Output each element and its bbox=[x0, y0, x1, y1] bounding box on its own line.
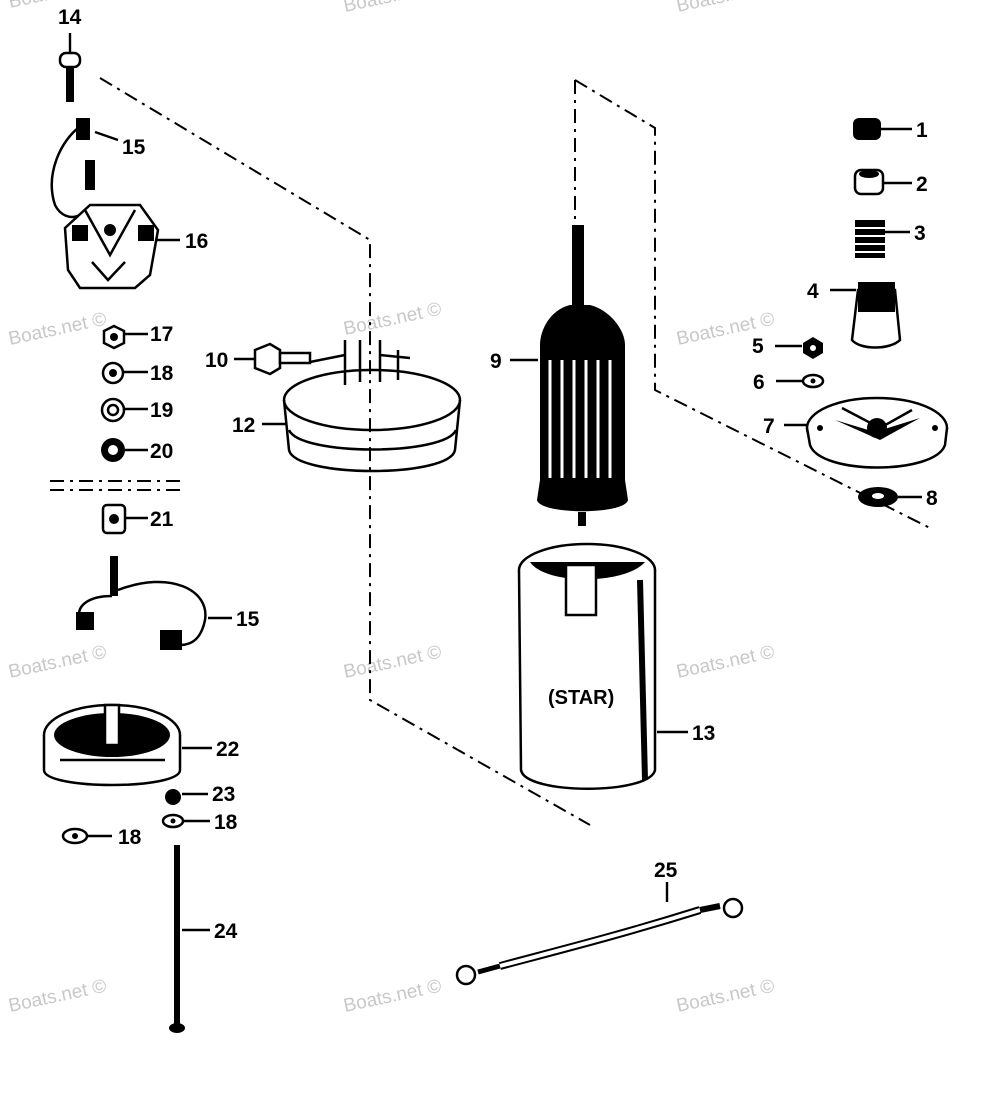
callout-15-lower: 15 bbox=[236, 608, 260, 631]
callout-12: 12 bbox=[232, 414, 255, 437]
callout-21: 21 bbox=[150, 508, 174, 531]
brush-holder-part-16 bbox=[63, 203, 160, 290]
callout-25: 25 bbox=[654, 859, 678, 882]
brush-lead-part-15-lower bbox=[76, 556, 207, 650]
callout-13: 13 bbox=[692, 722, 715, 745]
insulator-part-20 bbox=[101, 438, 125, 462]
callout-5: 5 bbox=[752, 335, 764, 358]
callout-10: 10 bbox=[205, 349, 228, 372]
assembly-line-center bbox=[574, 79, 931, 529]
callout-16: 16 bbox=[185, 230, 208, 253]
watermark: Boats.net © bbox=[342, 976, 444, 1017]
callout-18-left: 18 bbox=[118, 826, 142, 849]
watermark: Boats.net © bbox=[675, 976, 777, 1017]
washer-part-8 bbox=[858, 487, 898, 507]
frame-label: (STAR) bbox=[548, 687, 614, 709]
callout-3: 3 bbox=[914, 222, 926, 245]
watermark: Boats.net © bbox=[675, 0, 777, 17]
callout-24: 24 bbox=[214, 920, 238, 943]
callout-7: 7 bbox=[763, 415, 775, 438]
screw-part-14 bbox=[58, 51, 82, 102]
flat-washer-part-19 bbox=[100, 397, 126, 423]
watermark: Boats.net © bbox=[342, 299, 444, 340]
assembly-lines bbox=[50, 77, 931, 826]
end-plate-part-7 bbox=[805, 396, 949, 469]
screw-part-10 bbox=[253, 342, 312, 376]
lock-washer-part-18 bbox=[101, 361, 125, 385]
callout-19: 19 bbox=[150, 399, 173, 422]
watermark: Boats.net © bbox=[675, 642, 777, 683]
callout-9: 9 bbox=[490, 350, 502, 373]
through-bolt-part-24 bbox=[169, 845, 185, 1033]
spring-part-3 bbox=[855, 220, 885, 258]
terminal-block-part-21 bbox=[101, 503, 127, 535]
callout-20: 20 bbox=[150, 440, 173, 463]
callout-23: 23 bbox=[212, 783, 235, 806]
callout-18-middle: 18 bbox=[214, 811, 238, 834]
cap-nut-part-1 bbox=[853, 118, 881, 140]
lock-washer-part-6 bbox=[801, 373, 825, 389]
watermark: Boats.net © bbox=[342, 642, 444, 683]
nut-part-23 bbox=[165, 789, 181, 805]
callout-4: 4 bbox=[807, 280, 819, 303]
band-part-12 bbox=[282, 340, 462, 473]
callout-1: 1 bbox=[916, 119, 928, 142]
watermark: Boats.net © bbox=[7, 976, 109, 1017]
cable-part-25 bbox=[455, 897, 744, 986]
watermark: Boats.net © bbox=[342, 0, 444, 17]
callout-6: 6 bbox=[753, 371, 765, 394]
frame-part-13: (STAR) bbox=[517, 542, 657, 790]
callout-14: 14 bbox=[58, 6, 82, 29]
callout-18-upper: 18 bbox=[150, 362, 174, 385]
drive-pinion-part-4 bbox=[850, 282, 902, 349]
collar-part-2 bbox=[853, 168, 885, 196]
callout-22: 22 bbox=[216, 738, 239, 761]
assembly-line-left bbox=[99, 77, 591, 826]
washer-part-18-middle bbox=[161, 813, 185, 829]
watermark: Boats.net © bbox=[7, 309, 109, 350]
callout-8: 8 bbox=[926, 487, 938, 510]
watermark: Boats.net © bbox=[7, 642, 109, 683]
callout-17: 17 bbox=[150, 323, 173, 346]
nut-part-17 bbox=[102, 324, 126, 350]
washer-part-18-left bbox=[61, 827, 89, 845]
end-cap-part-22 bbox=[42, 703, 182, 787]
callout-15-upper: 15 bbox=[122, 136, 146, 159]
terminal-lead-part-15-upper bbox=[50, 118, 95, 219]
armature-part-9 bbox=[537, 225, 628, 526]
nut-part-5 bbox=[803, 337, 823, 359]
callout-2: 2 bbox=[916, 173, 928, 196]
